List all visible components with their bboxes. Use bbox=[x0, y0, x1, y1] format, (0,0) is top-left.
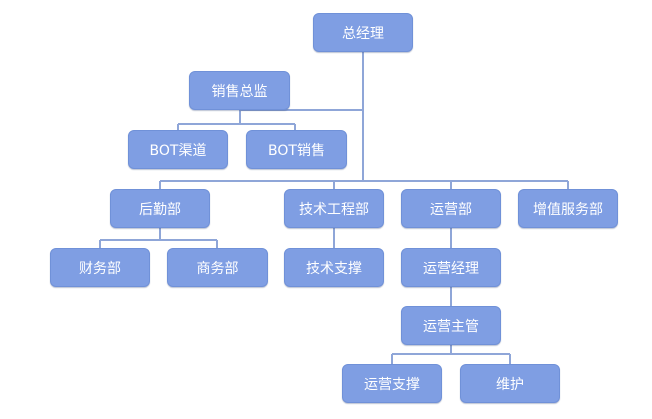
node-ops-supervisor: 运营主管 bbox=[401, 306, 501, 345]
node-business: 商务部 bbox=[167, 248, 268, 287]
node-sales-director: 销售总监 bbox=[189, 71, 290, 110]
node-engineering: 技术工程部 bbox=[284, 189, 384, 228]
node-logistics: 后勤部 bbox=[110, 189, 210, 228]
node-bot-channel: BOT渠道 bbox=[128, 130, 228, 169]
node-finance: 财务部 bbox=[50, 248, 150, 287]
node-maintenance: 维护 bbox=[460, 364, 560, 403]
node-ops-manager: 运营经理 bbox=[401, 248, 501, 287]
node-tech-support: 技术支撑 bbox=[284, 248, 384, 287]
node-ops-support: 运营支撑 bbox=[342, 364, 442, 403]
node-bot-sales: BOT销售 bbox=[246, 130, 347, 169]
node-value-added-services: 增值服务部 bbox=[518, 189, 618, 228]
node-ceo: 总经理 bbox=[313, 13, 413, 52]
node-operations: 运营部 bbox=[401, 189, 501, 228]
